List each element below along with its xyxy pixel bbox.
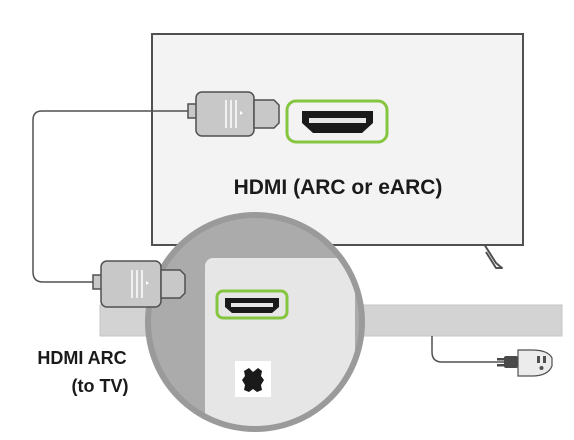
soundbar-hdmi-port [215,289,289,320]
power-plug-icon [497,349,553,377]
tv-port-label: HDMI (ARC or eARC) [234,176,443,199]
tv-stand [483,243,503,269]
optical-port-icon [235,361,271,397]
tv-hdmi-port [285,99,389,144]
soundbar-port-label-line2: (to TV) [72,376,129,396]
hdmi-port-icon [302,111,373,133]
zoom-circle [145,212,365,432]
hdmi-cable [32,110,190,283]
power-cord-wire [431,336,516,363]
hdmi-port-icon [225,298,279,313]
rear-panel [205,258,355,426]
soundbar-port-label-line1: HDMI ARC [37,348,126,368]
power-cord [431,336,553,377]
hdmi-plug-icon [92,260,186,308]
hdmi-plug-icon [187,91,280,137]
